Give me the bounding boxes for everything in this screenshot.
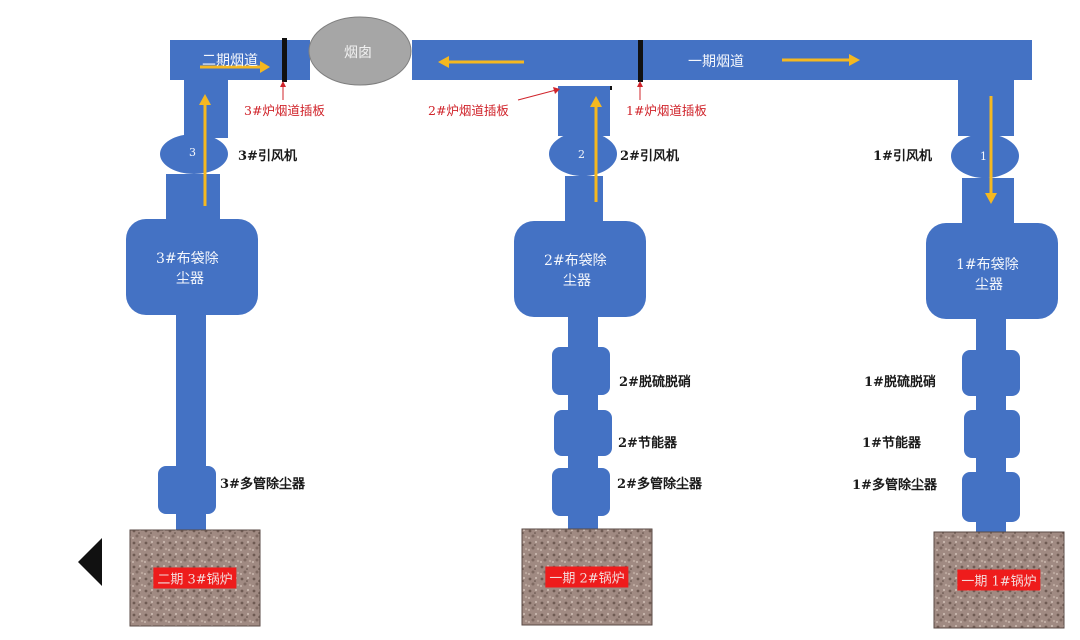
fan-2 xyxy=(549,132,617,176)
bag-filter-1-line1: 1#布袋除 xyxy=(956,257,1019,273)
desulfurization-2-label: 2#脱硫脱硝 xyxy=(619,375,691,390)
line-1 xyxy=(926,78,1058,534)
damper-1-bar xyxy=(638,40,643,82)
fan-1-label: 1#引风机 xyxy=(873,149,932,164)
bag-filter-1-line2: 尘器 xyxy=(975,277,1003,293)
chimney xyxy=(308,16,412,86)
fan-1-number: 1 xyxy=(980,150,987,163)
multi-tube-collector-3 xyxy=(158,466,216,514)
previous-arrow-icon[interactable] xyxy=(78,538,102,586)
fan-2-number: 2 xyxy=(578,148,585,161)
multi-tube-1-label: 1#多管除尘器 xyxy=(852,478,937,493)
bag-filter-2-line1: 2#布袋除 xyxy=(544,253,607,269)
bag-filter-3-line1: 3#布袋除 xyxy=(156,251,219,267)
phase1-flue-label: 一期烟道 xyxy=(688,54,744,70)
chimney-label: 烟囱 xyxy=(344,45,372,61)
flow-arrows xyxy=(199,54,997,206)
boiler-2: 一期 2#锅炉 xyxy=(522,529,652,625)
boiler-1-label: 一期 1#锅炉 xyxy=(957,569,1041,591)
damper-pointers xyxy=(280,81,643,101)
economizer-2-label: 2#节能器 xyxy=(618,436,677,451)
multi-tube-3-label: 3#多管除尘器 xyxy=(220,477,305,492)
fan-2-label: 2#引风机 xyxy=(620,149,679,164)
damper-3-label: 3#炉烟道插板 xyxy=(244,103,325,118)
phase1-flue-duct xyxy=(412,40,1032,80)
multi-tube-2-label: 2#多管除尘器 xyxy=(617,477,702,492)
boiler-3-label: 二期 3#锅炉 xyxy=(153,567,237,589)
damper-3-bar xyxy=(282,38,287,82)
fan-3 xyxy=(160,134,228,174)
boiler-3: 二期 3#锅炉 xyxy=(130,530,260,626)
economizer-2 xyxy=(554,410,612,456)
multi-tube-collector-2 xyxy=(552,468,610,516)
fan-1 xyxy=(951,134,1019,178)
desulfurization-1-label: 1#脱硫脱硝 xyxy=(864,375,936,390)
damper-2-label: 2#炉烟道插板 xyxy=(428,103,509,118)
bag-filter-2-line2: 尘器 xyxy=(563,273,591,289)
desulfurization-unit-2 xyxy=(552,347,610,395)
economizer-1-label: 1#节能器 xyxy=(862,436,921,451)
economizer-1 xyxy=(964,410,1020,458)
fan-3-label: 3#引风机 xyxy=(238,149,297,164)
boiler-1: 一期 1#锅炉 xyxy=(934,532,1064,628)
line-3 xyxy=(126,78,258,534)
damper-1-label: 1#炉烟道插板 xyxy=(626,103,707,118)
bag-filter-1 xyxy=(926,223,1058,319)
fan-3-number: 3 xyxy=(189,146,196,159)
desulfurization-unit-1 xyxy=(962,350,1020,396)
multi-tube-collector-1 xyxy=(962,472,1020,522)
bag-filter-3-line2: 尘器 xyxy=(176,271,204,287)
bag-filter-2 xyxy=(514,221,646,317)
phase2-flue-label: 二期烟道 xyxy=(202,53,258,69)
bag-filter-3 xyxy=(126,219,258,315)
boiler-2-label: 一期 2#锅炉 xyxy=(545,566,629,588)
line-2 xyxy=(514,86,646,532)
